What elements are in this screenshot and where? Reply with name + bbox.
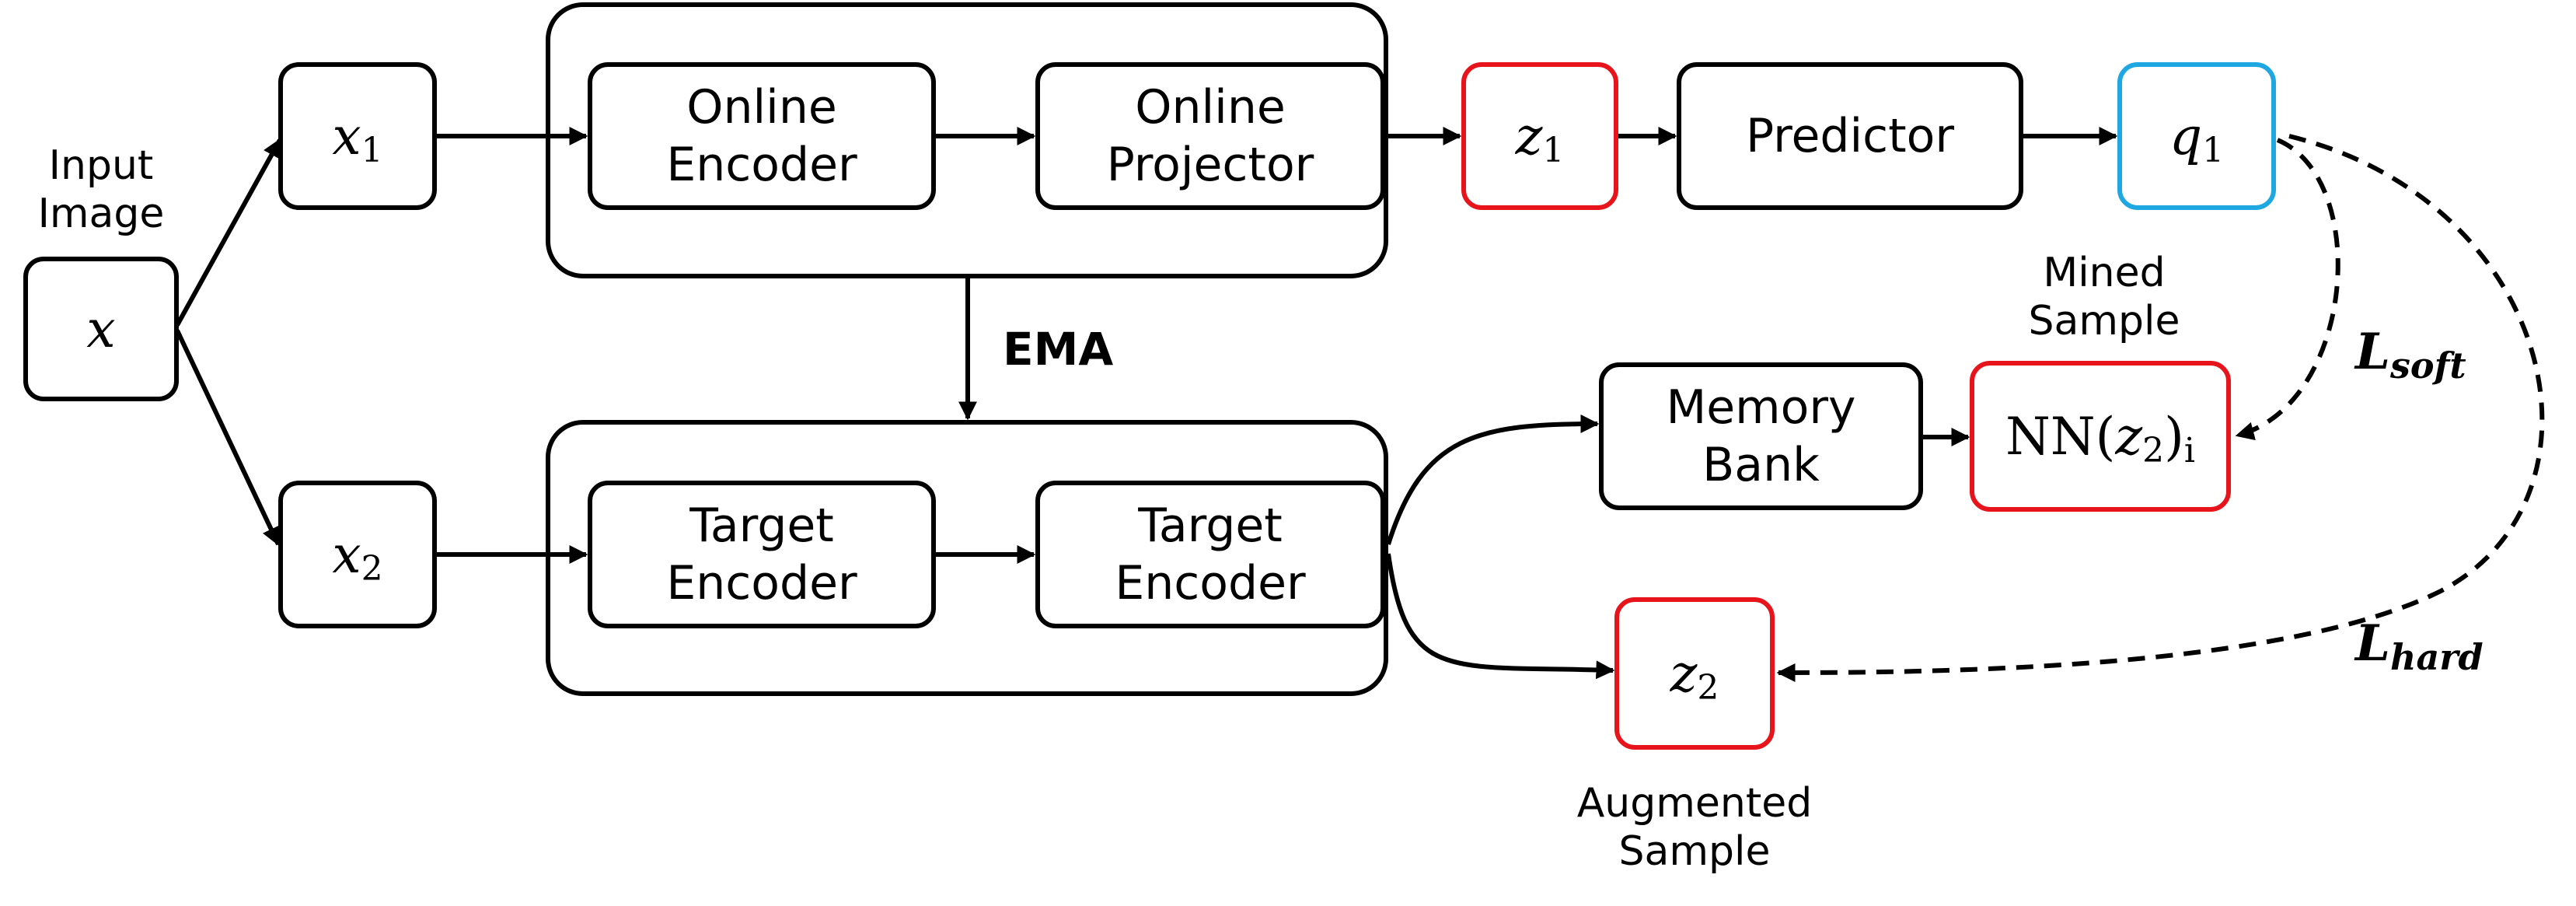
- online-network-group: [546, 2, 1388, 278]
- predictor-node: Predictor: [1677, 62, 2023, 210]
- memory-bank-label: Memory Bank: [1666, 380, 1856, 492]
- predictor-label: Predictor: [1745, 109, 1955, 163]
- online-encoder-label: Online Encoder: [666, 80, 857, 192]
- arrow-x-to-x2: [175, 329, 281, 547]
- hard-loss-label: Lhard: [2355, 614, 2484, 678]
- input-image-caption: Input Image: [37, 142, 165, 237]
- online-projector-node: Online Projector: [1035, 62, 1385, 210]
- online-projector-label: Online Projector: [1106, 80, 1314, 192]
- target-encoder-label: Target Encoder: [666, 498, 857, 610]
- input-image-node: x: [23, 257, 179, 401]
- soft-loss-label: Lsoft: [2355, 323, 2466, 387]
- target-projector-node: Target Encoder: [1035, 481, 1385, 628]
- arrow-hard-loss: [1776, 134, 2545, 682]
- target-projector-label: Target Encoder: [1115, 498, 1306, 610]
- target-network-group: [546, 420, 1388, 696]
- mined-sample-caption: Mined Sample: [2028, 250, 2180, 345]
- augmented-sample-caption: Augmented Sample: [1576, 780, 1813, 875]
- ema-label: EMA: [1003, 323, 1114, 376]
- arrow-soft-loss: [2235, 138, 2340, 441]
- target-encoder-node: Target Encoder: [588, 481, 936, 628]
- input-x-symbol: x: [86, 299, 116, 359]
- arrow-x-to-x1: [175, 138, 282, 327]
- online-encoder-node: Online Encoder: [588, 62, 936, 210]
- arrow-target-to-z2: [1386, 553, 1615, 680]
- arrow-target-to-memory-bank: [1386, 415, 1600, 545]
- memory-bank-node: Memory Bank: [1599, 362, 1923, 510]
